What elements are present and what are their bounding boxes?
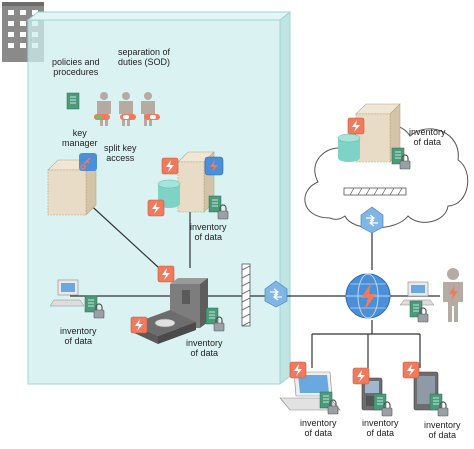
workstation-icon bbox=[49, 279, 85, 307]
inventory-label: inventory of data bbox=[424, 420, 461, 440]
inventory-label-line2: of data bbox=[428, 430, 457, 440]
remote-user-person-icon bbox=[443, 268, 463, 322]
inventory-label-line2: of data bbox=[64, 336, 93, 346]
inventory-label-line2: of data bbox=[304, 428, 333, 438]
inventory-label: inventory of data bbox=[300, 418, 337, 438]
lock-icon bbox=[417, 307, 429, 323]
sod-label-line1: separation of bbox=[118, 47, 171, 57]
inventory-label: inventory of data bbox=[186, 338, 223, 358]
encryption-icon bbox=[352, 367, 370, 385]
split-key-label-line2: access bbox=[106, 153, 135, 163]
encryption-icon bbox=[402, 361, 420, 379]
inventory-label-line1: inventory bbox=[300, 418, 337, 428]
internet-router-icon bbox=[345, 273, 391, 319]
inventory-label-line1: inventory bbox=[409, 127, 446, 137]
sod-label-line2: duties (SOD) bbox=[118, 57, 171, 67]
key-manager-label-line2: manager bbox=[62, 138, 98, 148]
inventory-label: inventory of data bbox=[362, 418, 399, 438]
inventory-label-line1: inventory bbox=[186, 338, 223, 348]
inventory-label-line2: of data bbox=[190, 348, 219, 358]
inventory-label-line2: of data bbox=[413, 137, 442, 147]
cloud-firewall-icon bbox=[343, 187, 407, 196]
split-key-label: split key access bbox=[104, 143, 137, 163]
encryption-icon bbox=[157, 265, 175, 283]
lock-icon bbox=[381, 401, 393, 417]
encryption-icon bbox=[289, 361, 307, 379]
policies-label: policies and procedures bbox=[52, 57, 100, 77]
inventory-label-line1: inventory bbox=[362, 418, 399, 428]
policies-label-line2: procedures bbox=[53, 67, 99, 77]
inventory-label: inventory of data bbox=[190, 222, 227, 242]
inventory-label-line2: of data bbox=[366, 428, 395, 438]
policies-document-icon bbox=[66, 92, 80, 110]
key-manager-label: key manager bbox=[62, 128, 98, 148]
inventory-document-icon bbox=[208, 195, 222, 213]
inventory-label: inventory of data bbox=[409, 127, 446, 147]
inventory-document-icon bbox=[84, 295, 98, 313]
encryption-icon bbox=[161, 157, 179, 175]
firewall-icon bbox=[241, 263, 251, 327]
sod-label: separation of duties (SOD) bbox=[118, 47, 170, 67]
lock-icon bbox=[437, 401, 449, 417]
encryption-icon bbox=[147, 199, 165, 217]
encryption-icon bbox=[130, 316, 148, 334]
inventory-label-line1: inventory bbox=[190, 222, 227, 232]
split-key-icons bbox=[94, 114, 160, 120]
key-manager-label-line1: key bbox=[72, 128, 87, 138]
split-key-label-line1: split key bbox=[104, 143, 137, 153]
encryption-icon bbox=[204, 156, 224, 176]
policies-label-line1: policies and bbox=[52, 57, 100, 67]
inventory-label-line1: inventory bbox=[424, 420, 461, 430]
inventory-label-line1: inventory bbox=[60, 326, 97, 336]
inventory-label-line2: of data bbox=[194, 232, 223, 242]
inventory-label: inventory of data bbox=[60, 326, 97, 346]
cloud-database-icon bbox=[337, 133, 361, 162]
encryption-icon bbox=[347, 117, 365, 135]
key-manager-lock-icon bbox=[79, 153, 97, 171]
